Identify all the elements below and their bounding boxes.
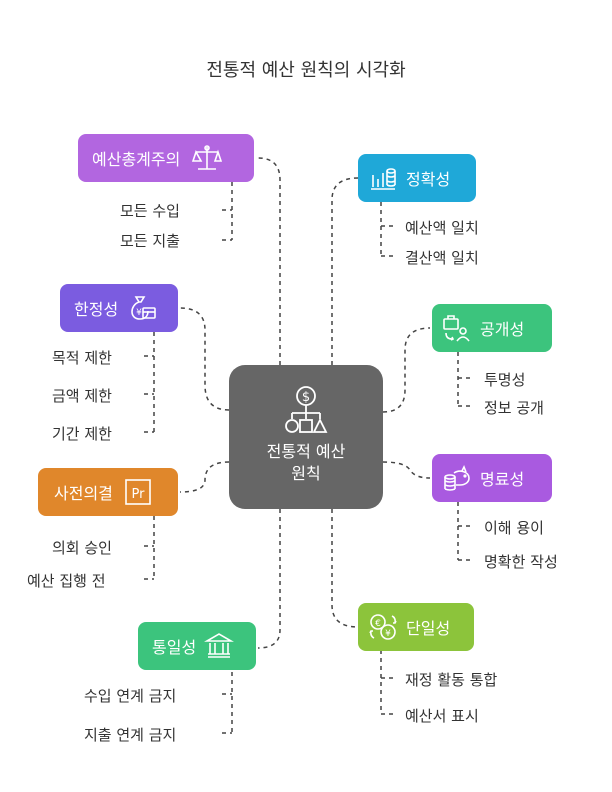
briefcase-person-icon: [443, 315, 470, 342]
connector-uniformity: [257, 509, 281, 649]
scale-icon: [192, 145, 223, 170]
leaf-uniformity-2: 지출 연계 금지: [84, 726, 177, 744]
center-node: $ 전통적 예산 원칙: [229, 365, 383, 509]
dollar-hierarchy-icon: $: [285, 386, 328, 433]
document-pr-icon: Pr: [125, 479, 151, 505]
connector-clarity: [382, 461, 431, 479]
connector-accuracy: [331, 177, 359, 365]
node-unity[interactable]: € ¥ 단일성: [358, 603, 474, 651]
leaf-prior-approval-1: 의회 승인: [52, 539, 112, 557]
leaf-budget-total-2: 모든 지출: [120, 232, 180, 250]
chart-coins-icon: [371, 168, 396, 190]
node-unity-label: 단일성: [406, 619, 451, 638]
leaf-disclosure-2: 정보 공개: [484, 399, 544, 417]
center-label-line1: 전통적 예산: [266, 442, 346, 461]
node-prior-approval[interactable]: 사전의결 Pr: [38, 468, 178, 516]
leaf-clarity-1: 이해 용이: [484, 519, 544, 537]
node-prior-approval-label: 사전의결: [54, 484, 113, 503]
node-limitation-label: 한정성: [74, 300, 119, 319]
connector-disclosure: [382, 327, 431, 413]
page-title: 전통적 예산 원칙의 시각화: [206, 60, 406, 81]
node-clarity[interactable]: 명료성: [432, 454, 552, 502]
center-label-line2: 원칙: [291, 464, 321, 483]
currency-exchange-icon: € ¥: [369, 614, 397, 640]
leaf-accuracy-1: 예산액 일치: [405, 219, 479, 237]
svg-text:$: $: [302, 390, 310, 405]
svg-text:¥: ¥: [385, 629, 391, 639]
node-disclosure-label: 공개성: [480, 320, 525, 339]
node-clarity-label: 명료성: [480, 470, 525, 489]
node-budget-total-label: 예산총계주의: [92, 150, 181, 169]
node-accuracy[interactable]: 정확성: [358, 154, 476, 202]
piggy-bank-icon: [444, 465, 470, 491]
connector-unity: [331, 509, 359, 628]
leaf-budget-total-1: 모든 수입: [120, 202, 180, 220]
node-limitation[interactable]: 한정성 ¥: [60, 284, 178, 332]
leaf-unity-2: 예산서 표시: [405, 707, 479, 725]
svg-text:¥: ¥: [136, 308, 142, 318]
connector-prior-approval: [179, 461, 230, 493]
node-uniformity[interactable]: 통일성: [138, 622, 256, 670]
node-budget-total[interactable]: 예산총계주의: [78, 134, 254, 182]
leaf-accuracy-2: 결산액 일치: [405, 249, 479, 267]
leaf-limitation-2: 금액 제한: [52, 387, 112, 405]
connector-limitation: [179, 307, 230, 411]
node-accuracy-label: 정확성: [406, 170, 451, 189]
leaf-limitation-1: 목적 제한: [52, 349, 112, 367]
node-disclosure[interactable]: 공개성: [432, 304, 552, 352]
node-uniformity-label: 통일성: [152, 638, 197, 657]
leaf-limitation-3: 기간 제한: [52, 425, 112, 443]
bank-icon: [204, 633, 235, 658]
svg-text:Pr: Pr: [131, 487, 145, 502]
svg-text:€: €: [375, 619, 381, 629]
leaf-uniformity-1: 수입 연계 금지: [84, 687, 177, 705]
money-bag-icon: ¥: [131, 296, 156, 320]
leaf-prior-approval-2: 예산 집행 전: [27, 572, 106, 590]
connector-budget-total: [257, 157, 281, 365]
leaf-clarity-2: 명확한 작성: [484, 553, 558, 571]
leaf-unity-1: 재정 활동 통합: [405, 671, 498, 689]
leaf-disclosure-1: 투명성: [484, 371, 526, 389]
